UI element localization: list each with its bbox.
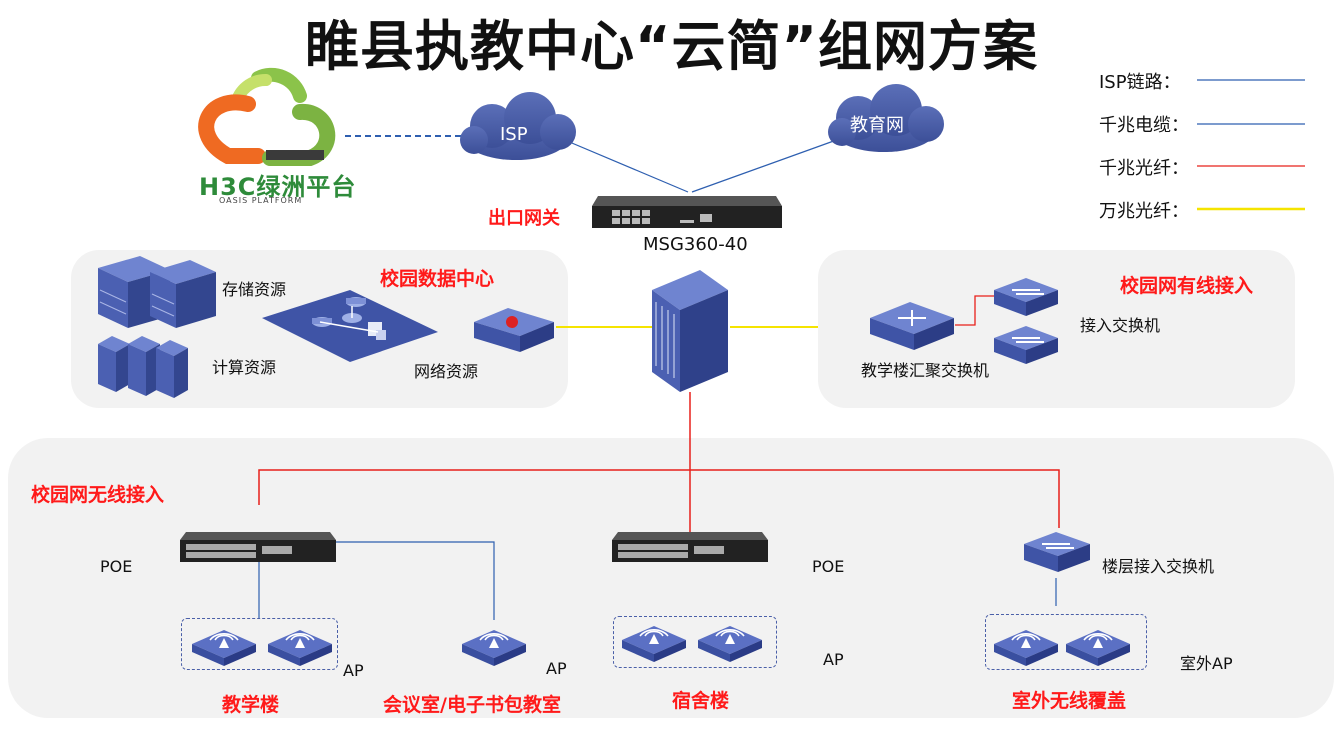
network-label: 网络资源 bbox=[414, 362, 479, 381]
access-point-icon bbox=[192, 630, 256, 666]
access-point-icon bbox=[622, 626, 686, 662]
wireless-title: 校园网无线接入 bbox=[31, 484, 165, 506]
legend-10g-fiber-label: 万兆光纤： bbox=[1099, 201, 1189, 222]
access-point-icon bbox=[462, 630, 526, 666]
outdoor-ap-group bbox=[985, 614, 1147, 670]
legend-cable-label: 千兆电缆： bbox=[1099, 115, 1189, 136]
page-title: 睢县执教中心“云简”组网方案 bbox=[305, 15, 1038, 78]
poe-switch-left-graphic bbox=[180, 532, 336, 562]
isp-to-gateway-link bbox=[559, 137, 689, 193]
building-teaching-label: 教学楼 bbox=[222, 694, 280, 716]
storage-label: 存储资源 bbox=[222, 280, 287, 299]
agg-to-access-fiber bbox=[955, 295, 995, 326]
outdoor-ap-label: 室外AP bbox=[1180, 654, 1233, 673]
access-switch-2-graphic bbox=[994, 326, 1058, 364]
access-point-icon bbox=[1066, 630, 1130, 666]
wireless-access-panel bbox=[8, 438, 1334, 718]
building-outdoor-label: 室外无线覆盖 bbox=[1012, 690, 1127, 712]
compute-label: 计算资源 bbox=[212, 358, 277, 377]
access-point-icon bbox=[698, 626, 762, 662]
meeting-ap-label: AP bbox=[546, 659, 567, 678]
floor-switch-graphic bbox=[1024, 532, 1090, 572]
access-point-icon bbox=[268, 630, 332, 666]
building-dorm-label: 宿舍楼 bbox=[672, 690, 730, 712]
wired-title: 校园网有线接入 bbox=[1120, 275, 1254, 297]
access-switch-1-graphic bbox=[994, 278, 1058, 316]
access-point-icon bbox=[994, 630, 1058, 666]
poe-mid-label: POE bbox=[812, 557, 845, 576]
dorm-ap-label: AP bbox=[823, 650, 844, 669]
isp-cloud-graphic bbox=[460, 92, 576, 160]
wireless-fiber-bus bbox=[258, 469, 1060, 528]
storage-servers-graphic bbox=[98, 256, 216, 328]
gateway-model: MSG360-40 bbox=[643, 234, 748, 255]
compute-servers-graphic bbox=[98, 336, 188, 398]
legend-1g-fiber-label: 千兆光纤： bbox=[1099, 158, 1189, 179]
ap-icons-graphic bbox=[192, 626, 1130, 666]
aggregation-switch-graphic bbox=[870, 302, 954, 350]
core-switch-graphic bbox=[652, 270, 728, 392]
edu-to-gateway-link bbox=[691, 137, 843, 193]
aggregation-switch-label: 教学楼汇聚交换机 bbox=[861, 361, 990, 380]
floor-switch-label: 楼层接入交换机 bbox=[1102, 557, 1215, 576]
access-switch-label: 接入交换机 bbox=[1080, 316, 1161, 335]
legend-isp-label: ISP链路： bbox=[1099, 72, 1181, 93]
teaching-ap-label: AP bbox=[343, 661, 364, 680]
gateway-label: 出口网关 bbox=[488, 208, 560, 229]
logo-main-text: H3C绿洲平台 bbox=[199, 173, 357, 201]
teaching-ap-group bbox=[181, 618, 338, 670]
logo-sub-text: OASIS PLATFORM bbox=[219, 196, 303, 205]
edu-cloud-label: 教育网 bbox=[850, 115, 904, 136]
poe-switch-mid-graphic bbox=[612, 532, 768, 562]
network-resources-graphic bbox=[262, 290, 438, 362]
poe-left-label: POE bbox=[100, 557, 133, 576]
edu-cloud-graphic bbox=[828, 84, 944, 152]
poe-to-meeting-ap bbox=[336, 541, 495, 620]
h3c-oasis-logo-graphic bbox=[198, 67, 336, 166]
dorm-ap-group bbox=[613, 616, 777, 668]
gateway-device-graphic bbox=[592, 196, 782, 228]
dc-security-switch-graphic bbox=[474, 308, 554, 352]
datacenter-title: 校园数据中心 bbox=[380, 268, 495, 290]
isp-cloud-label: ISP bbox=[500, 124, 528, 145]
building-meeting-label: 会议室/电子书包教室 bbox=[383, 694, 561, 716]
